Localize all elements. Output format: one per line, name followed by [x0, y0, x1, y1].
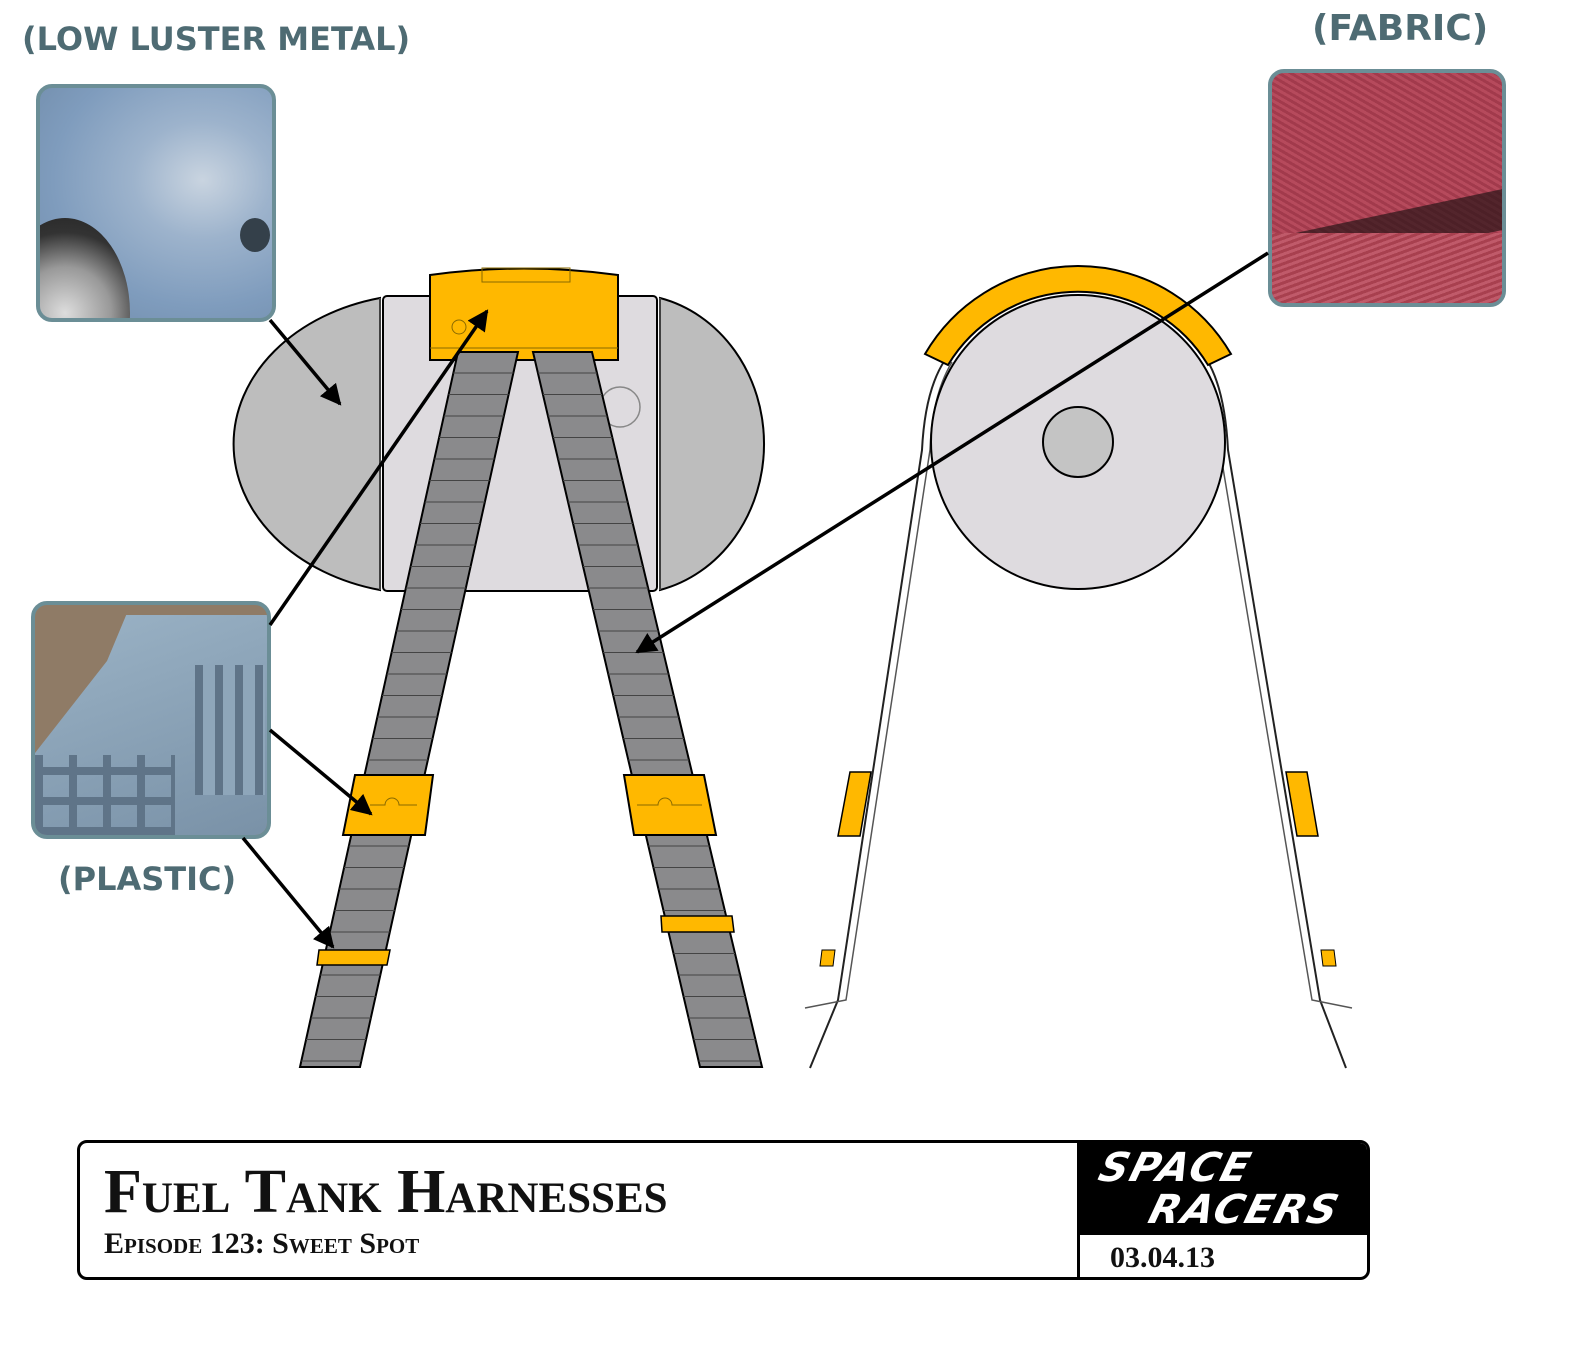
fabric-label: (FABRIC) — [1312, 8, 1489, 49]
metal-swatch-image — [36, 84, 276, 322]
fabric-arrow — [635, 251, 1269, 654]
tank-right-cap — [659, 296, 766, 592]
right-cord-sleeve — [1285, 771, 1319, 837]
right-cord — [1206, 359, 1347, 1069]
tank-left-cap — [232, 296, 381, 592]
callout-arrows — [241, 251, 1269, 949]
plastic-arrow-buckle — [268, 728, 373, 816]
title-block: Fuel Tank Harnesses Episode 123: Sweet S… — [77, 1140, 1370, 1280]
date-text: 03.04.13 — [1110, 1241, 1215, 1274]
top-buckle — [429, 267, 619, 361]
metal-arrow — [268, 318, 342, 406]
logo-line-2: RACERS — [1143, 1187, 1345, 1233]
fabric-swatch-image — [1268, 69, 1506, 307]
left-buckle — [341, 774, 435, 836]
harness-diagram — [232, 251, 1353, 1069]
logo-line-1: SPACE — [1093, 1145, 1258, 1191]
plastic-arrow-band — [241, 836, 335, 949]
side-top-buckle — [923, 264, 1233, 367]
right-buckle — [622, 774, 718, 836]
right-band — [660, 915, 735, 933]
plastic-label: (PLASTIC) — [58, 860, 237, 898]
plastic-arrow-top — [268, 309, 489, 626]
left-cord-sleeve — [837, 771, 872, 837]
left-band — [316, 949, 391, 966]
left-cord — [809, 359, 946, 1069]
strap-buckles — [316, 774, 735, 966]
metal-label: (LOW LUSTER METAL) — [22, 20, 411, 58]
plastic-swatch-image — [31, 601, 271, 839]
date-cell: 03.04.13 — [1077, 1235, 1367, 1277]
space-racers-logo: SPACE RACERS — [1077, 1143, 1367, 1235]
tank-side-hub — [1042, 406, 1114, 478]
episode-subtitle: Episode 123: Sweet Spot — [104, 1227, 420, 1260]
fuel-tank-side — [804, 264, 1353, 1069]
page-title: Fuel Tank Harnesses — [104, 1158, 668, 1226]
